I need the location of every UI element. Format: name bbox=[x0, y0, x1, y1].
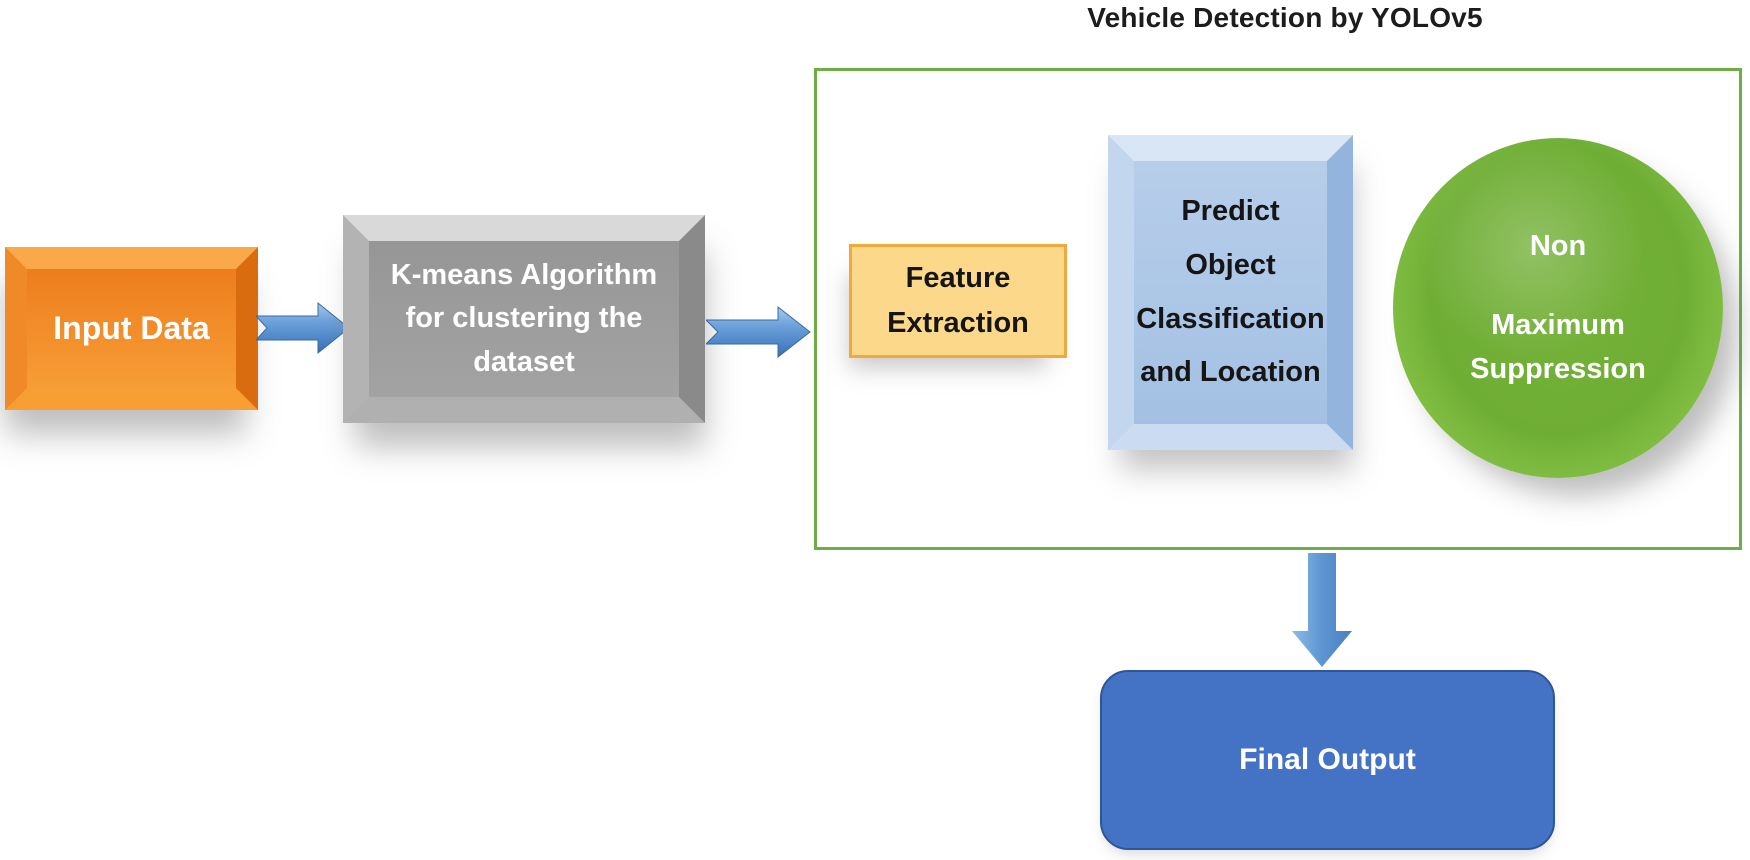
node-input-data: Input Data bbox=[5, 247, 258, 410]
node-predict-line3: Classification bbox=[1136, 302, 1325, 335]
yolov5-group-container bbox=[814, 68, 1742, 550]
node-predict-line2: Object bbox=[1185, 248, 1276, 281]
node-nms-line1: Non bbox=[1529, 229, 1587, 262]
right-arrow-icon bbox=[256, 301, 350, 355]
node-nms-line3: Suppression bbox=[1470, 352, 1646, 385]
node-kmeans-line2: for clustering the bbox=[405, 302, 643, 335]
node-feature-line2: Extraction bbox=[887, 307, 1029, 339]
node-predict-line1: Predict bbox=[1181, 195, 1280, 228]
node-input-data-label: Input Data bbox=[53, 310, 210, 346]
node-nms: Non Maximum Suppression bbox=[1393, 138, 1723, 478]
node-feature-extraction: Feature Extraction bbox=[849, 244, 1067, 358]
node-kmeans-line3: dataset bbox=[473, 345, 575, 378]
down-arrow-icon bbox=[1292, 553, 1352, 667]
node-kmeans: K-means Algorithm for clustering the dat… bbox=[343, 215, 705, 423]
right-arrow-icon bbox=[706, 305, 811, 359]
node-feature-line1: Feature bbox=[905, 262, 1011, 295]
node-predict-line4: and Location bbox=[1140, 356, 1321, 389]
node-predict: Predict Object Classification and Locati… bbox=[1108, 135, 1353, 450]
node-nms-line2: Maximum bbox=[1491, 309, 1625, 342]
node-kmeans-line1: K-means Algorithm bbox=[390, 258, 658, 291]
diagram-title: Vehicle Detection by YOLOv5 bbox=[1087, 2, 1483, 33]
node-final-output: Final Output bbox=[1100, 670, 1555, 850]
node-final-output-label: Final Output bbox=[1239, 743, 1416, 776]
